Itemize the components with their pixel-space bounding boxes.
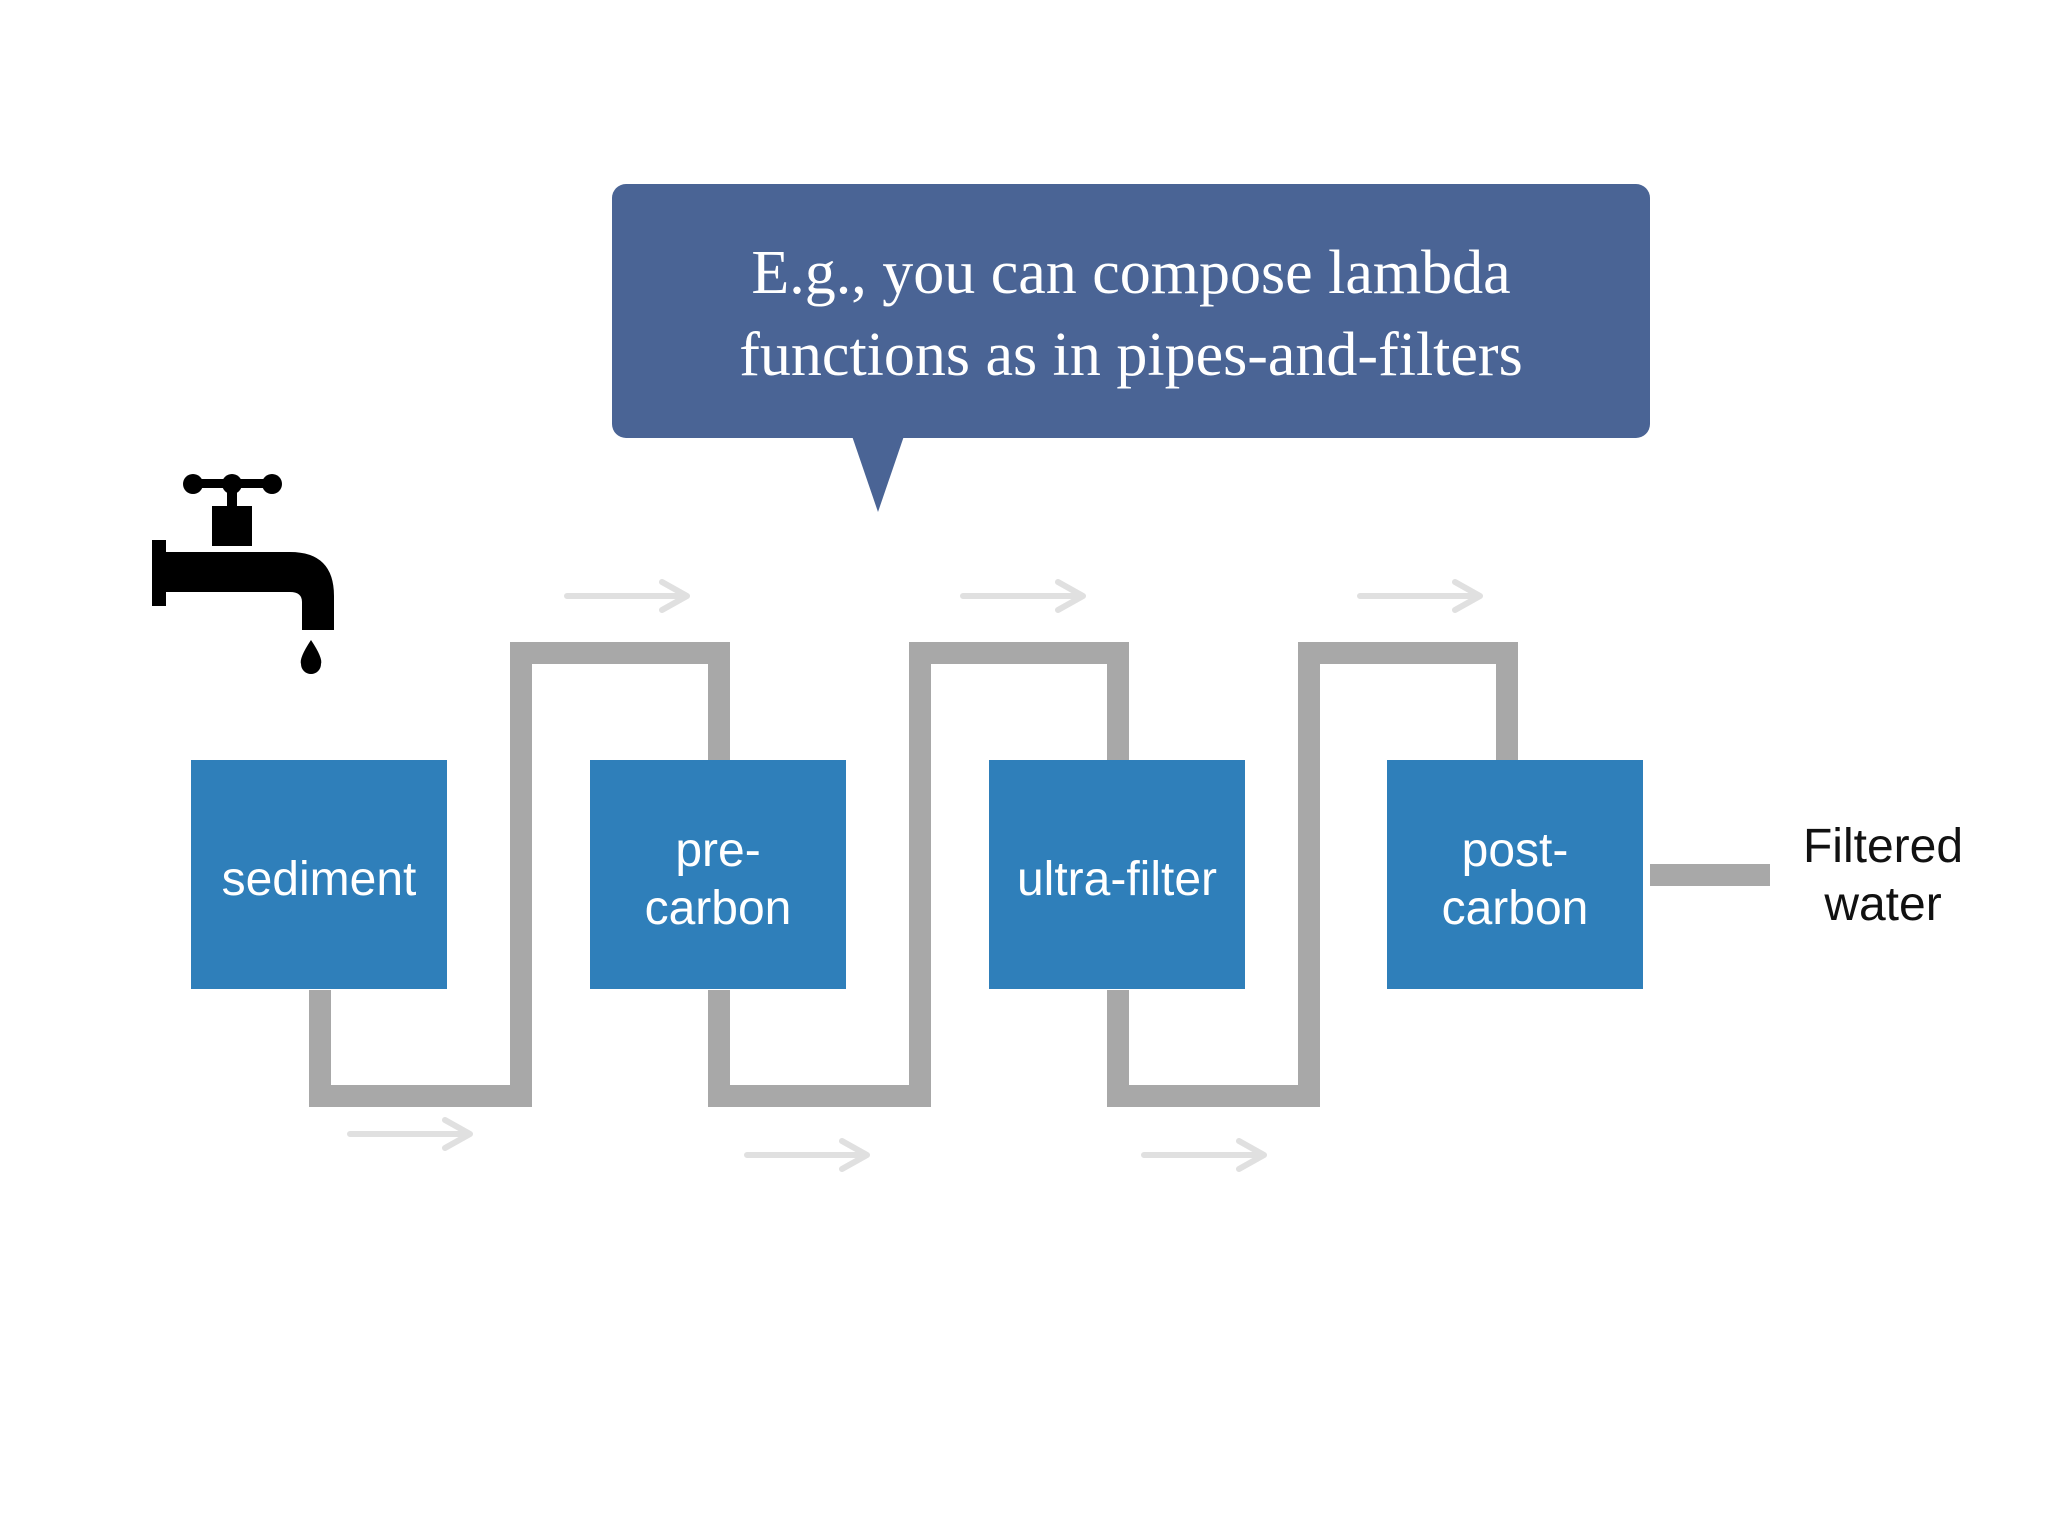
output-label-line-1: Filtered [1803, 820, 1963, 873]
arrow-right-icon [564, 579, 690, 613]
callout-line-2: functions as in pipes-and-filters [739, 321, 1522, 389]
callout-box [612, 184, 1650, 438]
filter-label: sediment [222, 853, 417, 906]
filter-box [1387, 760, 1643, 989]
filter-post-carbon: post- carbon [1387, 760, 1643, 989]
filter-label-line-1: post- [1462, 824, 1569, 877]
arrow-right-icon [744, 1138, 870, 1172]
filter-ultra-filter: ultra-filter [989, 760, 1245, 989]
arrow-right-icon [960, 579, 1086, 613]
filter-label-line-1: pre- [675, 824, 760, 877]
arrow-right-icon [347, 1117, 473, 1151]
output-label: Filtered water [1803, 820, 1963, 931]
pipe-network [309, 642, 1770, 1107]
output-label-line-2: water [1823, 878, 1941, 931]
filter-pre-carbon: pre- carbon [590, 760, 846, 989]
pipe-precarbon-to-ultrafilter [708, 642, 1129, 1107]
callout-bubble: E.g., you can compose lambda functions a… [612, 184, 1650, 512]
flow-arrows [347, 579, 1483, 1172]
filter-label-line-2: carbon [645, 882, 792, 935]
faucet-icon [152, 474, 334, 674]
pipe-ultrafilter-to-postcarbon [1107, 642, 1518, 1107]
arrow-right-icon [1141, 1138, 1267, 1172]
pipe-sediment-to-precarbon [309, 642, 730, 1107]
callout-pointer [852, 436, 904, 512]
filter-label: ultra-filter [1017, 853, 1217, 906]
filter-box [191, 760, 447, 989]
filter-sediment: sediment [191, 760, 447, 989]
callout-line-1: E.g., you can compose lambda [751, 239, 1510, 307]
filter-box [590, 760, 846, 989]
arrow-right-icon [1357, 579, 1483, 613]
filter-label-line-2: carbon [1442, 882, 1589, 935]
filter-box [989, 760, 1245, 989]
